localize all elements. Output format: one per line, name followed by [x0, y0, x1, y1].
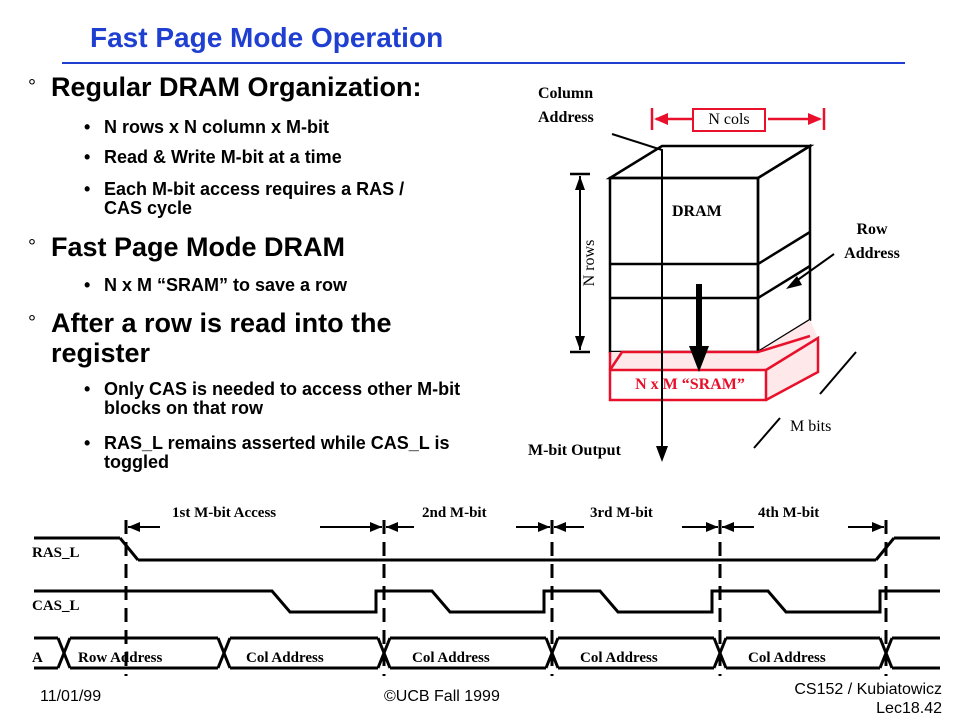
sub-bullet: • Only CAS is needed to access other M-b…: [84, 380, 464, 418]
sram-label: N x M “SRAM”: [635, 376, 745, 393]
footer-date: 11/01/99: [40, 688, 102, 705]
m-bits-label: M bits: [790, 418, 832, 435]
mbit-output-label: M-bit Output: [528, 442, 621, 459]
sub-bullet: • RAS_L remains asserted while CAS_L is …: [84, 434, 464, 472]
signal-ras-label: RAS_L: [32, 545, 80, 561]
sub-bullet-text: N rows x N column x M-bit: [104, 117, 330, 137]
address-cell: Col Address: [748, 650, 826, 666]
phase-label: 2nd M-bit: [422, 505, 487, 521]
bullet-marker: °: [28, 236, 36, 258]
row-address-label: Row Address: [844, 221, 900, 262]
bullet-text: Fast Page Mode DRAM: [51, 232, 346, 262]
footer-course-name: CS152 / Kubiatowicz: [794, 681, 942, 698]
sub-bullet: • N x M “SRAM” to save a row: [84, 276, 484, 295]
sub-bullet: • Each M-bit access requires a RAS / CAS…: [84, 180, 444, 218]
address-cell: Row Address: [78, 650, 163, 666]
signal-cas-label: CAS_L: [32, 598, 80, 614]
address-cell: Col Address: [412, 650, 490, 666]
address-cell: Col Address: [246, 650, 324, 666]
phase-label: 1st M-bit Access: [172, 505, 277, 521]
sub-marker: •: [84, 433, 91, 453]
sub-marker: •: [84, 117, 91, 137]
column-address-label: Column Address: [538, 85, 594, 126]
sub-bullet-text: Each M-bit access requires a RAS / CAS c…: [104, 179, 405, 218]
sub-marker: •: [84, 179, 91, 199]
footer-copyright: ©UCB Fall 1999: [384, 688, 500, 705]
phase-label: 3rd M-bit: [590, 505, 653, 521]
sub-bullet: • Read & Write M-bit at a time: [84, 148, 484, 167]
footer-course: CS152 / Kubiatowicz Lec18.42: [742, 680, 942, 718]
signal-address-label: A: [32, 650, 43, 666]
bullet-after-row-read: ° After a row is read into the register: [28, 308, 478, 368]
bullet-text: Regular DRAM Organization:: [51, 72, 422, 102]
n-rows-label: N rows: [581, 239, 598, 287]
address-cell: Col Address: [580, 650, 658, 666]
sub-bullet: • N rows x N column x M-bit: [84, 118, 484, 137]
sub-bullet-text: N x M “SRAM” to save a row: [104, 275, 348, 295]
bullet-regular-dram: ° Regular DRAM Organization:: [28, 72, 498, 102]
bullet-text: After a row is read into the register: [51, 308, 392, 368]
slide-title: Fast Page Mode Operation: [90, 22, 444, 53]
bullet-fast-page-mode: ° Fast Page Mode DRAM: [28, 232, 498, 262]
sub-bullet-text: RAS_L remains asserted while CAS_L is to…: [104, 433, 450, 472]
sub-marker: •: [84, 275, 91, 295]
footer-lecture-number: Lec18.42: [876, 700, 942, 717]
sub-marker: •: [84, 379, 91, 399]
phase-label: 4th M-bit: [758, 505, 820, 521]
bullet-marker: °: [28, 76, 36, 98]
sub-bullet-text: Read & Write M-bit at a time: [104, 147, 342, 167]
dram-label: DRAM: [672, 203, 722, 220]
bullet-marker: °: [28, 312, 36, 334]
n-cols-label: N cols: [692, 108, 766, 132]
title-underline: [62, 62, 905, 64]
sub-bullet-text: Only CAS is needed to access other M-bit…: [104, 379, 461, 418]
sub-marker: •: [84, 147, 91, 167]
